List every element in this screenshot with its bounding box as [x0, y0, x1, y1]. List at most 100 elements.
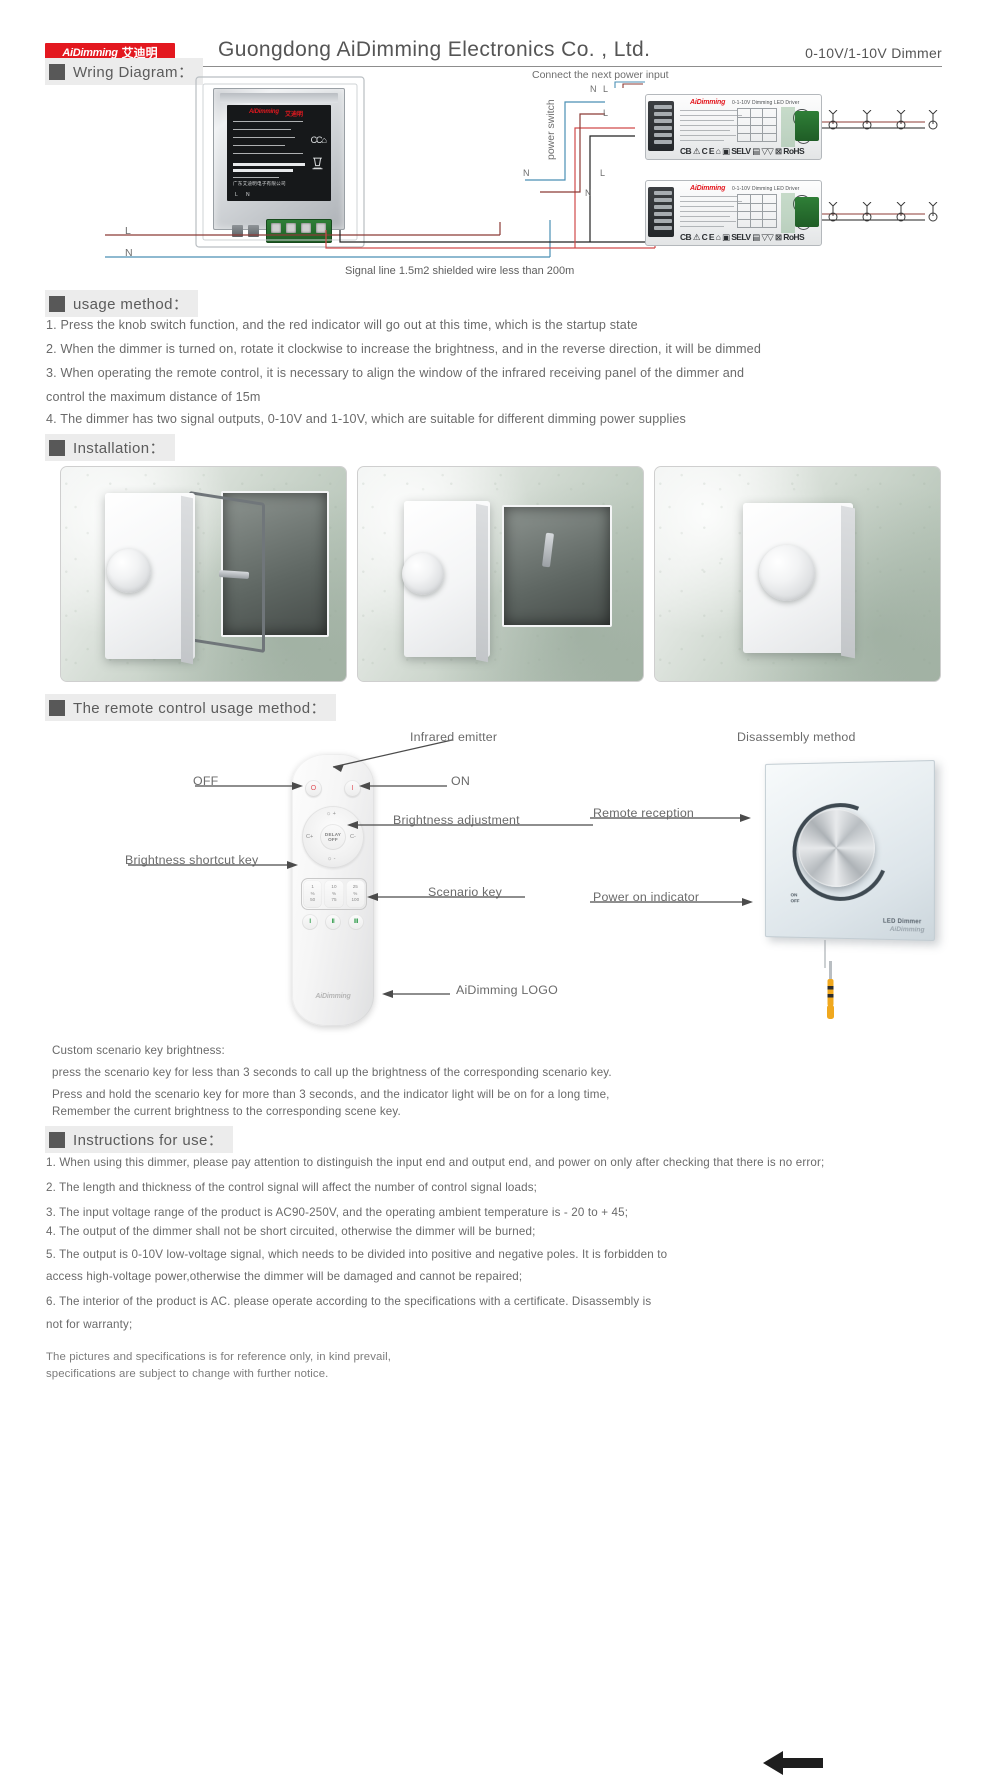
instruction-item-6-cont: not for warranty;	[46, 1318, 133, 1331]
section-heading-usage: usage method：	[45, 290, 199, 317]
page-header: AiDimming 艾迪明 Guongdong AiDimming Electr…	[0, 18, 992, 67]
dimmer-input-screws	[232, 225, 260, 239]
driver-title-top: 0-1-10V Dimming LED Driver	[732, 100, 800, 106]
shortcut-key-3[interactable]: 25 % 100	[345, 880, 365, 908]
dimmer-label-logo-cn: 艾迪明	[285, 112, 304, 118]
terminal-label-n-3: N	[585, 188, 592, 198]
scenario-note-line-3: Press and hold the scenario key for more…	[52, 1088, 610, 1101]
dimmer-knob-2	[402, 553, 444, 595]
callout-remote-reception: Remote reception	[593, 806, 695, 820]
remote-shortcut-group: 1 % 50 10 % 75 25 % 100	[301, 878, 367, 910]
faceplate-edge-1	[181, 495, 193, 665]
remote-delay-off-button[interactable]: DELAY OFF	[320, 824, 346, 850]
shortcut-1-mid: %	[310, 890, 315, 896]
shortcut-3-bot: 100	[351, 897, 360, 903]
usage-item-3-cont: control the maximum distance of 15m	[46, 390, 261, 404]
dimmer-knob-1	[107, 549, 151, 593]
dimmer-spec-label: AiDimming 艾迪明 CC⌂ 广东艾迪明电子有限公司 L N	[227, 105, 331, 201]
bullet-square-icon	[49, 439, 65, 456]
shortcut-1-top: 1	[311, 884, 314, 890]
shortcut-3-top: 25	[352, 884, 358, 890]
remote-callout-lines	[128, 739, 593, 998]
installation-photo-3	[654, 466, 941, 682]
usage-item-2: 2. When the dimmer is turned on, rotate …	[46, 342, 761, 356]
section-heading-wiring: Wring Diagram：	[45, 58, 204, 85]
shortcut-2-mid: %	[331, 890, 337, 896]
shortcut-1-bot: 50	[310, 897, 316, 903]
bullet-square-icon	[49, 295, 65, 312]
footer-disclaimer-line-1: The pictures and specifications is for r…	[46, 1351, 391, 1363]
weee-bin-icon	[312, 157, 323, 170]
callout-scenario-key: Scenario key	[428, 885, 503, 899]
section-heading-instructions: Instructions for use：	[45, 1126, 234, 1153]
dimmer-ce-mark-icon: CC⌂	[310, 135, 327, 145]
instruction-item-3: 3. The input voltage range of the produc…	[46, 1206, 629, 1219]
callout-off: OFF	[193, 774, 219, 788]
terminal-label-n-1: N	[590, 84, 597, 94]
shortcut-key-1[interactable]: 1 % 50	[303, 880, 323, 908]
faceplate-edge-2	[476, 503, 488, 663]
instruction-item-2: 2. The length and thickness of the contr…	[46, 1181, 538, 1194]
wiring-lines	[105, 81, 925, 258]
section-title-installation: Installation：	[73, 440, 165, 457]
section-heading-remote: The remote control usage method：	[45, 694, 336, 721]
usage-item-1: 1. Press the knob switch function, and t…	[46, 318, 638, 332]
scenario-note-line-4: Remember the current brightness to the c…	[52, 1105, 401, 1118]
driver-pcb-top	[781, 107, 795, 147]
remote-off-button[interactable]: O	[305, 780, 322, 797]
product-model: 0-10V/1-10V Dimmer	[805, 45, 942, 61]
section-title-wiring: Wring Diagram：	[73, 64, 194, 81]
led-driver-bottom: AiDimming 0-1-10V Dimming LED Driver CB …	[645, 180, 822, 246]
scenario-note-line-2: press the scenario key for less than 3 s…	[52, 1066, 612, 1079]
instruction-item-1: 1. When using this dimmer, please pay at…	[46, 1156, 825, 1169]
remote-brightness-dial[interactable]: ☼ + C+ C- ☼ - DELAY OFF	[302, 806, 364, 868]
footer-disclaimer-line-2: specifications are subject to change wit…	[46, 1368, 329, 1380]
callout-aidimming-logo: AiDimming LOGO	[456, 983, 558, 997]
section-title-usage: usage method：	[73, 296, 189, 313]
section-title-instructions: Instructions for use：	[73, 1132, 224, 1149]
installation-photo-2	[357, 466, 644, 682]
logo-text-en: AiDimming	[62, 46, 118, 59]
bullet-square-icon	[49, 63, 65, 80]
shortcut-3-mid: %	[353, 890, 358, 896]
lamp-group-top	[828, 110, 938, 130]
callout-brightness-shortcut-key: Brightness shortcut key	[125, 853, 259, 867]
bullet-square-icon	[49, 1131, 65, 1148]
scene-key-3[interactable]: III	[348, 914, 364, 930]
remote-control-body: O I ☼ + C+ C- ☼ - DELAY OFF 1 % 50	[292, 754, 374, 1026]
remote-control-diagram: O I ☼ + C+ C- ☼ - DELAY OFF 1 % 50	[45, 718, 945, 1775]
shortcut-key-2[interactable]: 10 % 75	[324, 880, 344, 908]
scene-key-1[interactable]: I	[302, 914, 318, 930]
led-driver-top: AiDimming 0-1-10V Dimming LED Driver CB …	[645, 94, 822, 160]
remote-scene-group: I II III	[302, 914, 364, 930]
driver-output-terminal-top	[795, 111, 819, 141]
label-live-wire-l: L	[125, 225, 131, 237]
label-connect-next-power: Connect the next power input	[532, 69, 669, 81]
instruction-item-5: 5. The output is 0-10V low-voltage signa…	[46, 1248, 668, 1261]
header-divider	[45, 66, 942, 67]
driver-title-bottom: 0-1-10V Dimming LED Driver	[732, 186, 800, 192]
instruction-item-5-cont: access high-voltage power,otherwise the …	[46, 1270, 523, 1283]
shortcut-2-top: 10	[331, 884, 337, 890]
company-name: Guongdong AiDimming Electronics Co. , Lt…	[218, 38, 651, 61]
dimmer-output-terminal	[266, 219, 332, 243]
instruction-item-6: 6. The interior of the product is AC. pl…	[46, 1295, 652, 1308]
terminal-label-l-1: L	[603, 84, 609, 94]
dimmer-label-cn-footer: 广东艾迪明电子有限公司	[233, 181, 286, 186]
wiring-diagram: Connect the next power input AiDimming 艾…	[45, 62, 945, 287]
delay-label-line2: OFF	[328, 837, 338, 842]
disassembly-title: Disassembly method	[737, 730, 856, 744]
driver-cert-row-bottom: CB ⚠ C E ⌂ ▣ SELV ▤ ▽▽ ⊠ RoHS	[680, 232, 805, 242]
driver-logo-bottom: AiDimming	[690, 185, 726, 192]
logo-text-cn: 艾迪明	[121, 46, 158, 60]
driver-spec-table-top	[737, 108, 777, 142]
color-plus-label: C+	[306, 834, 314, 840]
terminal-label-n-2: N	[523, 168, 530, 178]
label-signal-line: Signal line 1.5m2 shielded wire less tha…	[345, 265, 575, 277]
usage-item-4: 4. The dimmer has two signal outputs, 0-…	[46, 412, 686, 426]
color-minus-label: C-	[350, 834, 356, 840]
scene-key-2[interactable]: II	[325, 914, 341, 930]
terminal-label-l-2: L	[603, 108, 609, 118]
remote-on-button[interactable]: I	[344, 780, 361, 797]
callout-infrared-emitter: Infrared emitter	[410, 730, 498, 744]
